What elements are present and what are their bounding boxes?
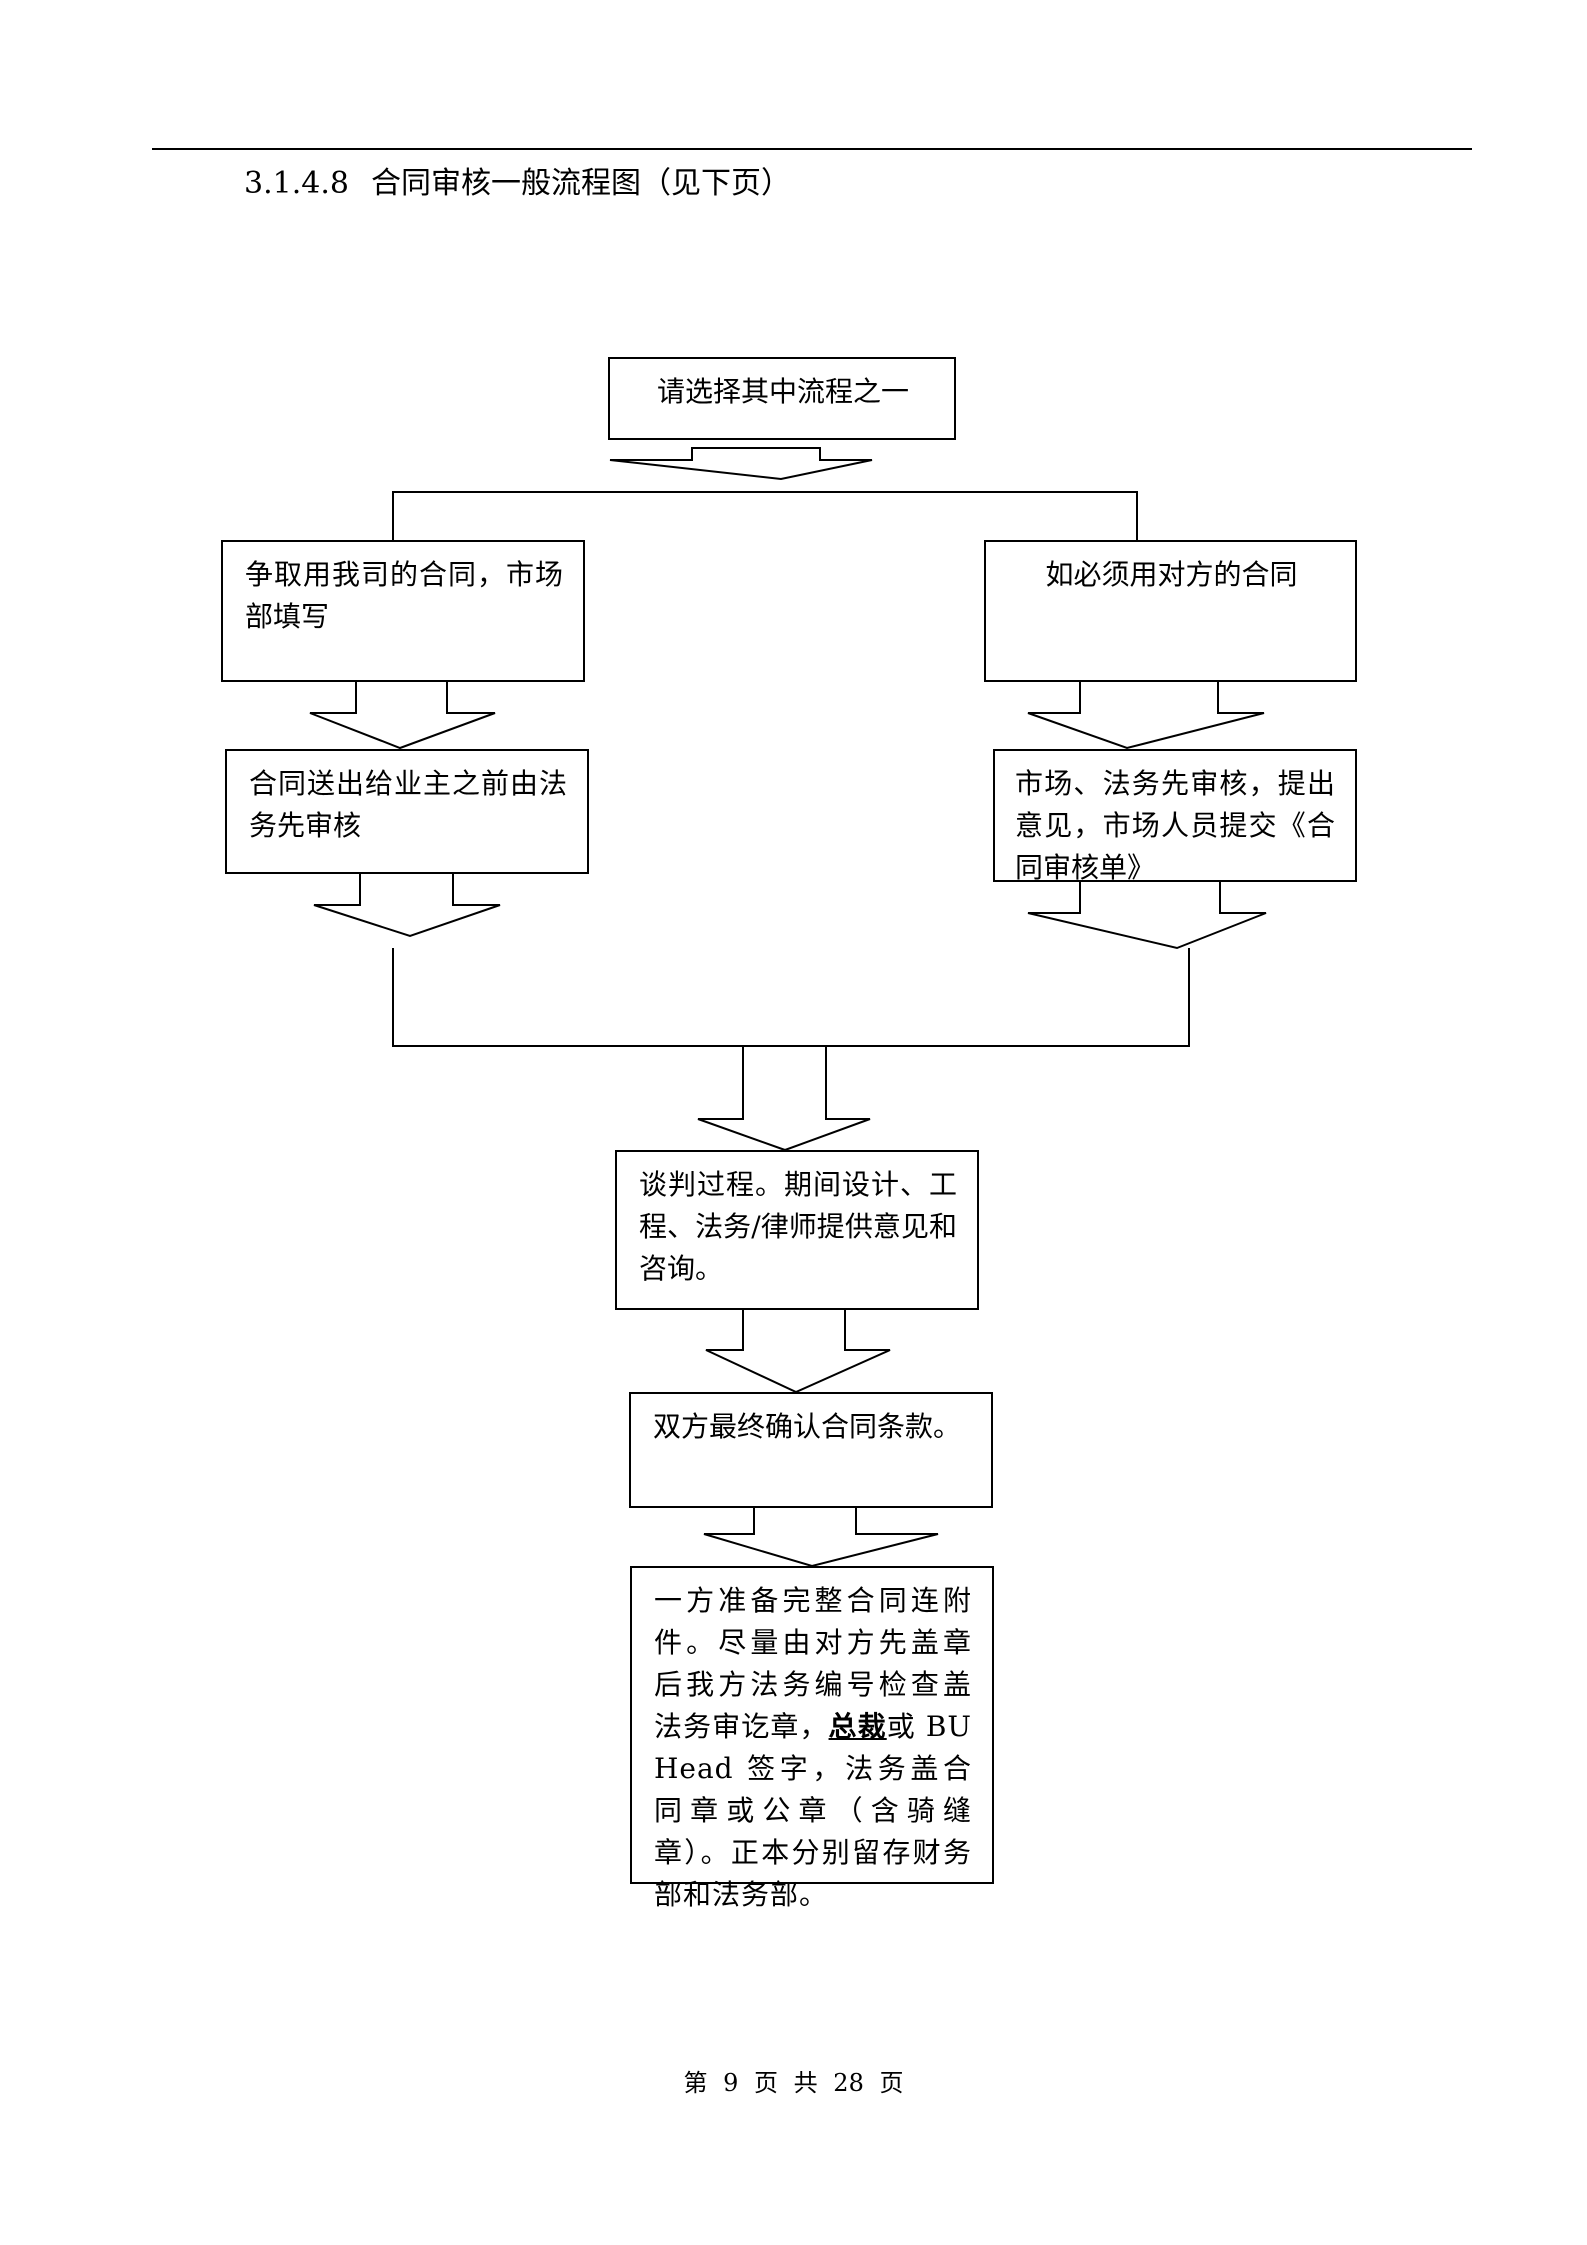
section-number: 3.1.4.8 xyxy=(244,166,349,201)
arrow-to-final xyxy=(703,1499,939,1568)
section-title: 合同审核一般流程图（见下页） xyxy=(370,166,791,201)
flow-final-box: 一方准备完整合同连附件。尽量由对方先盖章后我方法务编号检查盖法务审讫章，总裁或 … xyxy=(630,1566,994,1911)
flow-right-box-2: 市场、法务先审核，提出意见，市场人员提交《合同审核单》 xyxy=(993,749,1357,884)
flow-left-box-1: 争取用我司的合同，市场部填写 xyxy=(221,540,585,682)
page-footer: 第 9 页 共 28 页 xyxy=(0,2066,1587,2100)
arrow-right-2 xyxy=(1027,879,1267,950)
section-heading: 3.1.4.8 合同审核一般流程图（见下页） xyxy=(244,162,791,206)
flow-right-1-text: 如必须用对方的合同 xyxy=(1045,558,1298,591)
arrow-left-1 xyxy=(309,679,496,750)
flow-left-box-2: 合同送出给业主之前由法务先审核 xyxy=(225,749,589,874)
arrow-to-confirm xyxy=(705,1299,891,1394)
flow-left-1-text: 争取用我司的合同，市场部填写 xyxy=(245,558,563,633)
header-rule xyxy=(152,148,1472,150)
page-number-text: 第 9 页 共 28 页 xyxy=(683,2069,904,2097)
flow-right-2-text: 市场、法务先审核，提出意见，市场人员提交《合同审核单》 xyxy=(1015,767,1335,884)
arrow-start-down xyxy=(609,447,873,481)
arrow-left-2 xyxy=(313,871,501,938)
flow-negotiate-box: 谈判过程。期间设计、工程、法务/律师提供意见和咨询。 xyxy=(615,1150,979,1310)
flow-left-2-text: 合同送出给业主之前由法务先审核 xyxy=(249,767,567,842)
flow-start-text: 请选择其中流程之一 xyxy=(656,375,909,408)
flow-confirm-box: 双方最终确认合同条款。 xyxy=(629,1392,993,1508)
arrow-right-1 xyxy=(1027,679,1265,750)
flow-right-box-1: 如必须用对方的合同 xyxy=(984,540,1357,682)
flow-start-box: 请选择其中流程之一 xyxy=(608,357,956,440)
flow-final-text-2: 或 BU Head 签字，法务盖合同章或公章（含骑缝章）。正本分别留存财务部和法… xyxy=(654,1710,972,1911)
split-connector xyxy=(392,491,1138,540)
flow-final-emphasis: 总裁 xyxy=(828,1710,887,1743)
flow-final-text-1: 一方准备完整合同连附件。尽量由对方先盖章后我方法务编号检查盖法务审讫章， xyxy=(654,1584,972,1743)
flow-confirm-text: 双方最终确认合同条款。 xyxy=(653,1410,962,1443)
flow-negotiate-text: 谈判过程。期间设计、工程、法务/律师提供意见和咨询。 xyxy=(639,1168,957,1285)
merge-connector xyxy=(392,948,1190,1047)
arrow-to-negotiate xyxy=(697,1045,871,1152)
